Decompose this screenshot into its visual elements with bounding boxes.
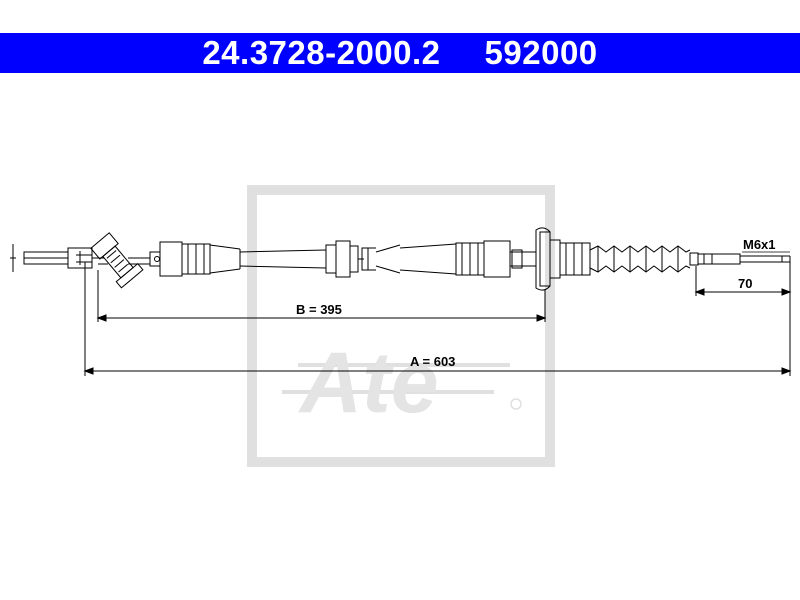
- end-length-label: 70: [738, 276, 752, 291]
- thread-spec-label: M6x1: [743, 237, 776, 252]
- grommet: [90, 232, 144, 289]
- dimension-a-label: A = 603: [410, 354, 455, 369]
- cable-assembly: [10, 227, 791, 291]
- left-sleeve: [159, 241, 241, 277]
- clevis-end: [10, 244, 98, 272]
- bellows: [589, 245, 691, 273]
- rubber-boot: [535, 227, 591, 291]
- adjuster-nut: [325, 240, 376, 278]
- dimension-b-label: B = 395: [296, 302, 342, 317]
- threaded-end: [689, 252, 791, 266]
- watermark-text: Ate: [298, 335, 439, 431]
- title-bar: 24.3728-2000.2 592000: [0, 33, 800, 73]
- dimension-lines: [83, 251, 792, 376]
- right-sleeve: [455, 240, 536, 278]
- ate-watermark-logo: Ate: [247, 185, 555, 467]
- reference-number: 592000: [484, 34, 598, 71]
- part-number: 24.3728-2000.2: [202, 34, 441, 71]
